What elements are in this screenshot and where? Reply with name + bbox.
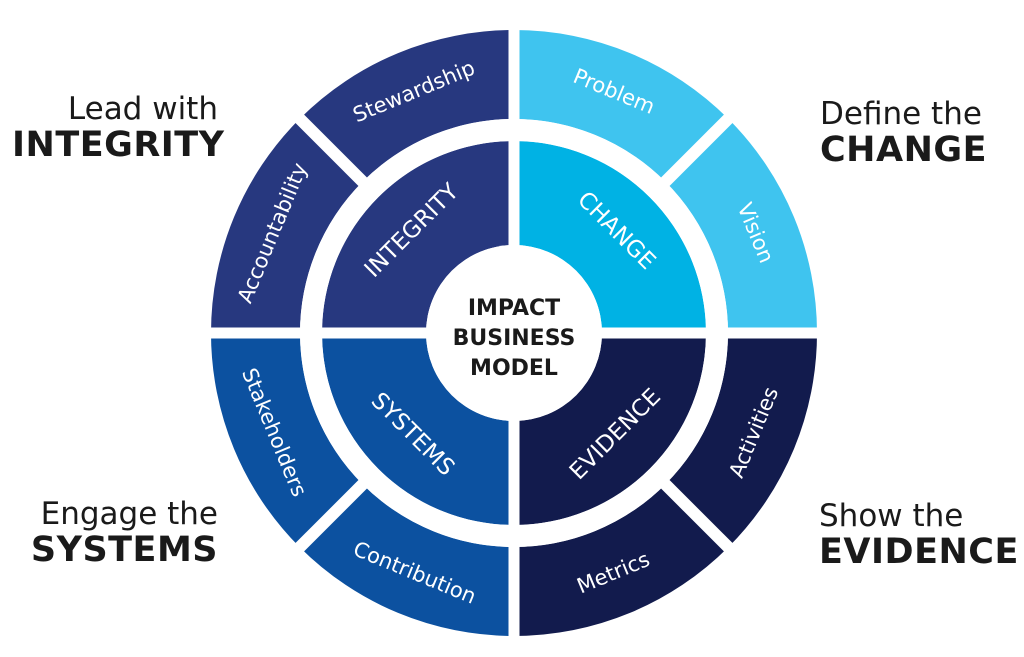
inner-segment-evidence bbox=[514, 333, 706, 525]
outer-segment-evidence-a bbox=[665, 333, 817, 548]
outer-segment-systems-a bbox=[299, 484, 514, 636]
ring-gaps bbox=[206, 25, 822, 641]
corner-line2: EVIDENCE bbox=[819, 532, 1019, 573]
outer-segment-evidence-b bbox=[514, 484, 729, 636]
corner-label-evidence: Show the EVIDENCE bbox=[819, 499, 1019, 572]
center-title-line: IMPACT bbox=[468, 296, 560, 321]
center-title-line: MODEL bbox=[470, 356, 558, 381]
center-title-line: BUSINESS bbox=[453, 326, 576, 351]
quadrant-systems bbox=[211, 333, 514, 636]
corner-line1: Lead with bbox=[67, 91, 218, 127]
corner-line2: CHANGE bbox=[820, 130, 987, 171]
corner-label-integrity: Lead with INTEGRITY bbox=[12, 91, 225, 166]
quadrant-evidence bbox=[514, 333, 817, 636]
corner-line2: INTEGRITY bbox=[12, 125, 225, 166]
corner-line1: Engage the bbox=[40, 496, 218, 532]
inner-segment-change bbox=[514, 141, 706, 333]
quadrant-integrity bbox=[211, 30, 514, 333]
corner-line1: Show the bbox=[819, 498, 964, 534]
corner-label-systems: Engage the SYSTEMS bbox=[16, 497, 218, 570]
quadrant-change bbox=[514, 30, 817, 333]
center-hole bbox=[426, 245, 602, 421]
inner-segment-integrity bbox=[322, 141, 514, 333]
corner-label-change: Define the CHANGE bbox=[820, 97, 1020, 170]
outer-segment-integrity-b bbox=[299, 30, 514, 182]
outer-segment-systems-b bbox=[211, 333, 363, 548]
outer-segment-change-b bbox=[665, 118, 817, 333]
outer-segment-integrity-a bbox=[211, 118, 363, 333]
center-title: IMPACT BUSINESS MODEL bbox=[453, 296, 576, 381]
corner-line2: SYSTEMS bbox=[30, 530, 218, 571]
outer-segment-change-a bbox=[514, 30, 729, 182]
inner-segment-systems bbox=[322, 333, 514, 525]
corner-line1: Define the bbox=[820, 96, 982, 132]
